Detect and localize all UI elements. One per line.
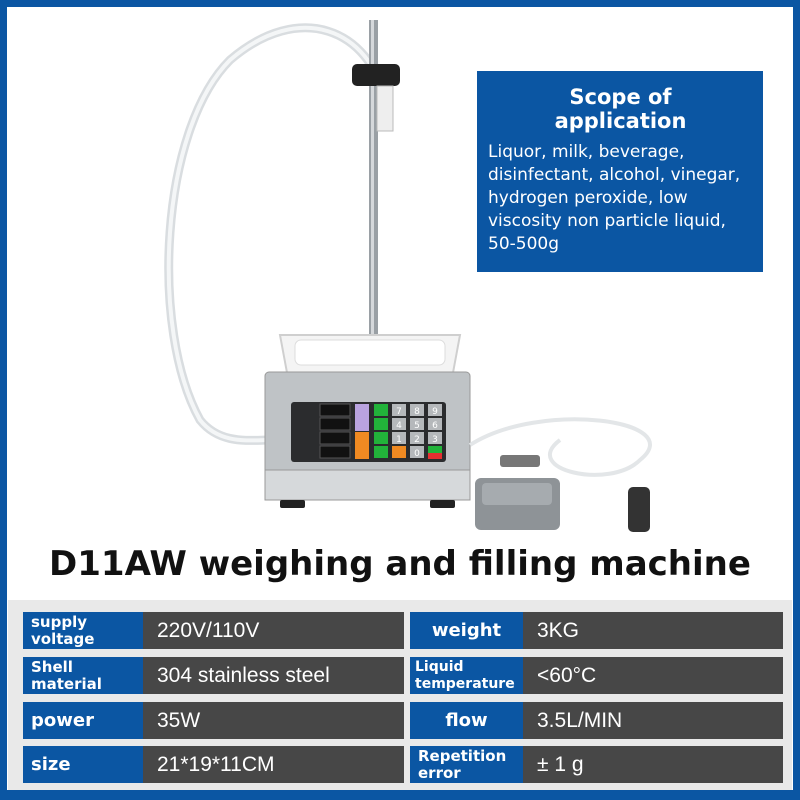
spec-label: Repetition error bbox=[410, 746, 523, 783]
keypad-key-label: 7 bbox=[396, 407, 402, 417]
cable bbox=[468, 417, 652, 477]
keypad-key-label: 2 bbox=[414, 435, 420, 445]
spec-label: weight bbox=[410, 612, 523, 649]
spec-label: Liquid temperature bbox=[410, 657, 523, 694]
product-image: 7 8 9 4 5 6 1 2 3 0 bbox=[164, 20, 652, 532]
spec-label: size bbox=[23, 746, 143, 783]
keypad-key bbox=[428, 418, 442, 430]
keypad-key bbox=[428, 432, 442, 444]
nozzle bbox=[376, 85, 394, 132]
keypad-key-label: 4 bbox=[396, 421, 402, 431]
spec-value: 3KG bbox=[523, 612, 783, 649]
spec-row: supply voltage 220V/110V bbox=[23, 612, 404, 649]
spec-label: flow bbox=[410, 702, 523, 739]
spec-value: 21*19*11CM bbox=[143, 746, 404, 783]
keypad-key bbox=[410, 446, 424, 458]
spec-label: Shell material bbox=[23, 657, 143, 694]
keypad-key bbox=[392, 418, 406, 430]
spec-row: power 35W bbox=[23, 702, 404, 739]
scope-of-application-box: Scope of application Liquor, milk, bever… bbox=[477, 71, 763, 272]
spec-value: 220V/110V bbox=[143, 612, 404, 649]
scope-text: Liquor, milk, beverage, disinfectant, al… bbox=[488, 142, 741, 254]
spec-value: <60°C bbox=[523, 657, 783, 694]
product-title: D11AW weighing and filling machine bbox=[49, 544, 751, 584]
keypad-key-label: 5 bbox=[414, 421, 420, 431]
spec-label: power bbox=[23, 702, 143, 739]
keypad-key-label: 6 bbox=[432, 421, 438, 431]
keypad-key bbox=[410, 404, 424, 416]
nozzle-clamp bbox=[352, 64, 400, 86]
keypad-key bbox=[428, 404, 442, 416]
keypad-key bbox=[410, 418, 424, 430]
keypad: 7 8 9 4 5 6 1 2 3 0 bbox=[392, 404, 442, 459]
spec-row: weight 3KG bbox=[410, 612, 783, 649]
keypad-key-label: 3 bbox=[432, 435, 438, 445]
keypad-key-label: 0 bbox=[414, 449, 420, 459]
spec-value: 304 stainless steel bbox=[143, 657, 404, 694]
scope-heading: Scope of application bbox=[554, 85, 687, 133]
spec-row: size 21*19*11CM bbox=[23, 746, 404, 783]
keypad-key-label: 8 bbox=[414, 407, 420, 417]
spec-row: Shell material 304 stainless steel bbox=[23, 657, 404, 694]
sensor bbox=[628, 487, 650, 532]
spec-row: Repetition error ± 1 g bbox=[410, 746, 783, 783]
keypad-key bbox=[392, 432, 406, 444]
spec-value: 35W bbox=[143, 702, 404, 739]
keypad-key bbox=[410, 432, 424, 444]
keypad-key-label: 1 bbox=[396, 435, 402, 445]
spec-row: flow 3.5L/MIN bbox=[410, 702, 783, 739]
spec-value: 3.5L/MIN bbox=[523, 702, 783, 739]
spec-value: ± 1 g bbox=[523, 746, 783, 783]
spec-row: Liquid temperature <60°C bbox=[410, 657, 783, 694]
keypad-key bbox=[392, 404, 406, 416]
displays bbox=[319, 403, 351, 459]
keypad-key-label: 9 bbox=[432, 407, 438, 417]
spec-label: supply voltage bbox=[23, 612, 143, 649]
spec-table: supply voltage 220V/110V weight 3KG Shel… bbox=[8, 600, 792, 790]
